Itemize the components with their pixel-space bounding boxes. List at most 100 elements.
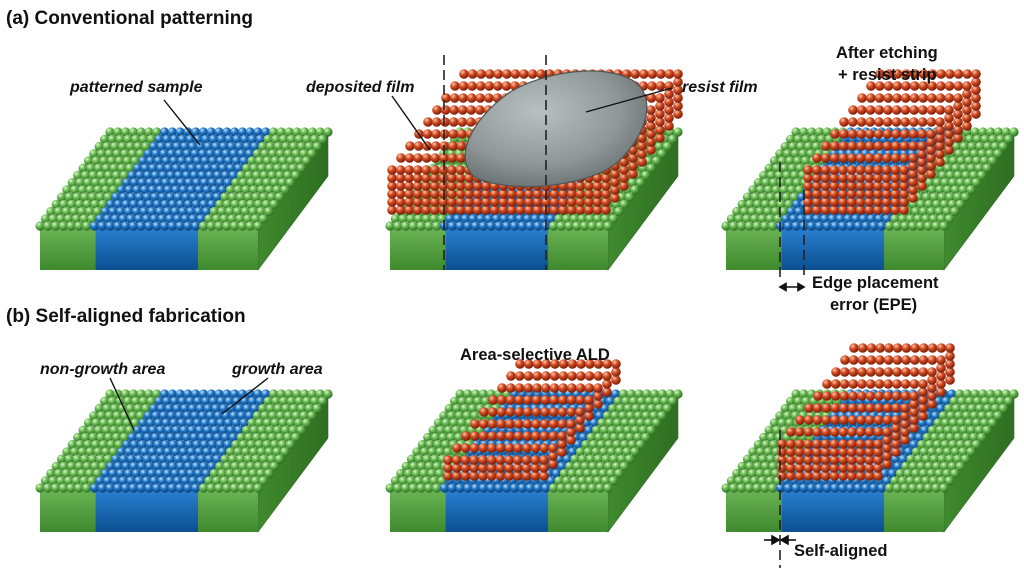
surface-atom xyxy=(935,425,946,435)
surface-atom xyxy=(638,425,648,435)
red-atom xyxy=(866,343,877,353)
surface-atom xyxy=(112,149,122,159)
surface-atom xyxy=(209,206,219,217)
label-deposited-film: deposited film xyxy=(306,79,414,96)
surface-atom xyxy=(911,206,921,217)
red-atom xyxy=(496,407,507,417)
surface-atom xyxy=(80,170,91,180)
surface-atom xyxy=(159,389,170,399)
surface-atom xyxy=(242,425,252,435)
surface-atom xyxy=(227,476,237,486)
red-atom xyxy=(891,423,901,433)
surface-atom xyxy=(241,447,251,457)
surface-atom xyxy=(92,206,103,217)
surface-atom xyxy=(492,214,502,224)
surface-atom xyxy=(791,221,801,231)
surface-atom xyxy=(499,214,509,224)
red-atom xyxy=(848,367,859,377)
surface-atom xyxy=(726,214,737,224)
surface-atom xyxy=(940,461,950,471)
surface-atom xyxy=(481,396,491,406)
surface-atom xyxy=(165,476,175,486)
red-atom xyxy=(899,173,909,183)
red-atom xyxy=(470,419,480,429)
red-atom xyxy=(576,359,586,369)
surface-atom xyxy=(180,141,190,152)
red-atom xyxy=(891,415,901,425)
red-atom xyxy=(962,97,972,107)
surface-atom xyxy=(121,199,131,209)
surface-atom xyxy=(610,411,620,421)
surface-atom xyxy=(454,432,464,442)
surface-atom xyxy=(218,425,228,435)
surface-atom xyxy=(292,389,302,399)
surface-atom xyxy=(427,468,437,479)
surface-atom xyxy=(71,476,82,486)
red-atom xyxy=(838,173,848,183)
surface-atom xyxy=(624,192,635,202)
surface-atom xyxy=(182,411,192,421)
surface-atom xyxy=(970,389,980,399)
surface-atom xyxy=(213,149,223,159)
red-atom xyxy=(539,431,550,441)
surface-atom xyxy=(204,192,215,202)
surface-atom xyxy=(124,447,134,457)
leader-non-growth-area xyxy=(109,377,135,431)
red-atom xyxy=(849,343,859,353)
red-atom xyxy=(855,205,866,215)
surface-atom xyxy=(159,149,169,159)
red-atom xyxy=(451,471,462,481)
surface-atom xyxy=(975,141,985,152)
surface-atom xyxy=(130,440,140,450)
surface-atom xyxy=(234,141,244,152)
surface-atom xyxy=(174,411,185,421)
surface-atom xyxy=(249,185,259,195)
surface-atom xyxy=(113,483,123,493)
surface-atom xyxy=(74,221,84,231)
red-atom xyxy=(857,343,868,353)
surface-atom xyxy=(809,134,819,144)
red-atom xyxy=(945,367,955,377)
surface-atom xyxy=(111,454,121,464)
surface-atom xyxy=(264,185,274,195)
surface-atom xyxy=(769,418,780,428)
red-atom xyxy=(838,455,848,465)
red-atom xyxy=(673,109,683,119)
surface-atom xyxy=(471,483,481,493)
surface-atom xyxy=(898,454,908,464)
red-atom xyxy=(575,383,586,393)
red-atom xyxy=(829,455,840,465)
red-atom xyxy=(945,343,955,353)
surface-atom xyxy=(950,468,960,479)
surface-atom xyxy=(210,447,220,457)
surface-atom xyxy=(509,483,520,493)
red-atom xyxy=(847,463,857,473)
surface-atom xyxy=(243,192,253,202)
surface-atom xyxy=(787,185,797,195)
surface-atom xyxy=(618,411,628,421)
red-atom xyxy=(944,129,954,139)
red-atom xyxy=(441,93,451,103)
red-atom xyxy=(917,129,928,139)
surface-atom xyxy=(223,440,233,450)
red-atom xyxy=(464,173,474,183)
surface-atom xyxy=(280,185,290,195)
red-atom xyxy=(524,189,534,199)
surface-atom xyxy=(180,476,191,486)
surface-atom xyxy=(299,149,309,159)
surface-atom xyxy=(927,447,937,457)
surface-atom xyxy=(294,156,304,166)
surface-atom xyxy=(128,411,138,421)
surface-atom xyxy=(177,156,187,166)
surface-atom xyxy=(911,468,921,479)
surface-atom xyxy=(149,214,159,224)
surface-atom xyxy=(100,206,110,217)
surface-atom xyxy=(203,163,213,173)
surface-atom xyxy=(184,178,194,188)
surface-atom xyxy=(98,178,109,188)
surface-atom xyxy=(750,454,760,464)
red-atom xyxy=(395,181,406,191)
surface-atom xyxy=(225,206,235,217)
surface-atom xyxy=(272,185,282,195)
red-atom xyxy=(908,193,918,203)
